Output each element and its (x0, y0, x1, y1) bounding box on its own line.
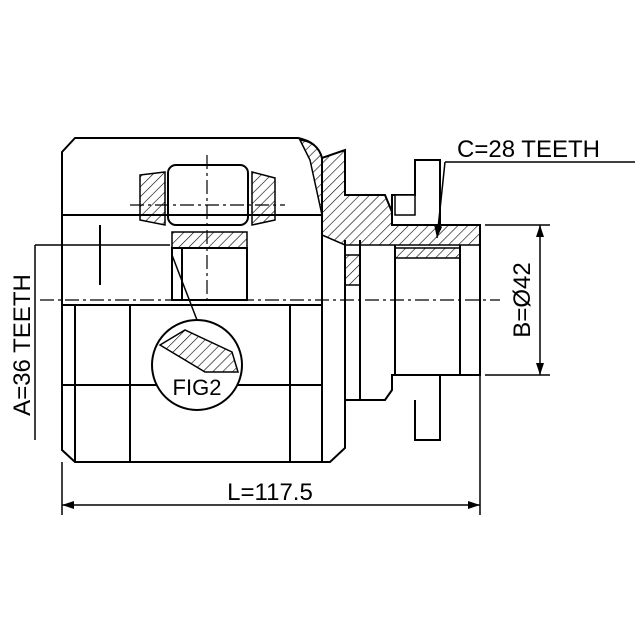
b-diameter-label: B=Ø42 (509, 262, 536, 337)
dimension-l (61, 375, 481, 515)
section-hatching (139, 139, 481, 286)
center-lines (40, 155, 500, 301)
c-teeth-label: C=28 TEETH (457, 136, 600, 163)
length-label: L=117.5 (227, 479, 313, 506)
fig2-detail: FIG2 (151, 254, 243, 411)
dimension-a (34, 244, 170, 440)
dimension-b (485, 224, 550, 376)
a-teeth-label: A=36 TEETH (9, 274, 36, 416)
fig2-label: FIG2 (173, 375, 222, 400)
leader-c (434, 161, 635, 239)
